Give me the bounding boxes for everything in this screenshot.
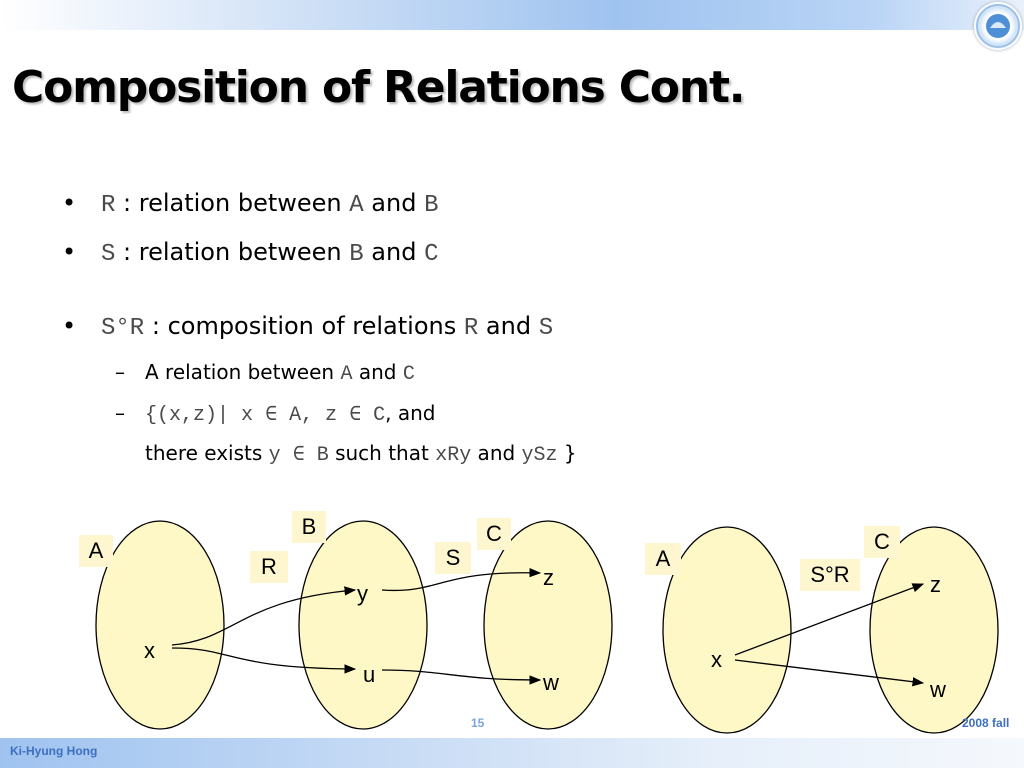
bullet-symbol: • [62,238,77,266]
symbol-c: C [424,241,439,268]
university-logo [974,2,1022,50]
bullet-symbol: • [62,312,77,340]
arrow-x-to-y [171,586,357,646]
relation-label-r: R [250,551,288,583]
set-label-a: A [645,543,681,575]
bullet-composition: S°R : composition of relations R and S [101,312,554,342]
element-y: y [357,581,368,606]
element-w: w [543,670,559,695]
diagram-composition-chain [95,520,613,730]
bullet-relation-s: S : relation between B and C [101,238,439,268]
relation-label-s: S [435,542,471,574]
symbol-a: A [349,192,364,219]
sub-bullet-dash: – [115,401,125,425]
set-a-ellipse [662,526,792,734]
set-c-ellipse [483,520,613,730]
element-w: w [930,677,946,702]
top-banner [0,0,1024,30]
term-label: 2008 fall [962,716,1010,730]
set-label-a: A [79,535,113,567]
element-z: z [543,565,554,590]
relation-label-s-compose-r: S°R [800,559,860,591]
page-number: 15 [471,716,485,730]
set-b-ellipse [298,520,428,730]
sub-bullet-dash: – [115,360,125,384]
slide-title: Composition of Relations Cont. [12,62,746,113]
sub-bullet-continuation: there exists y ∈ B such that xRy and ySz… [145,441,577,467]
bullet-relation-r: R : relation between A and B [101,189,439,219]
set-label-c: C [477,518,511,550]
bottom-banner [0,738,1024,768]
sub-bullet-relation-ac: A relation between A and C [145,360,415,386]
element-u: u [363,662,376,687]
arrow-y-to-z [381,568,542,592]
symbol-s: S [101,241,116,268]
element-z: z [930,572,941,597]
symbol-r: R [101,192,116,219]
diagram-composite-relation [662,526,999,734]
set-label-b: B [292,511,326,543]
symbol-b: B [424,192,439,219]
set-a-ellipse [95,520,225,730]
symbol-a: A [340,363,353,386]
set-c-ellipse [869,526,999,734]
arrow-x-to-u [171,647,357,674]
arrow-x-to-w [734,659,925,687]
author-name: Ki-Hyung Hong [10,744,98,758]
arrow-x-to-z [734,583,925,656]
set-builder-expression: {(x,z)| x ∈ A, z ∈ C [145,404,386,427]
element-x: x [711,647,722,672]
symbol-s-compose-r: S°R [101,315,145,342]
set-label-c: C [864,526,900,558]
symbol-r: R [463,315,479,342]
bullet-symbol: • [62,189,77,217]
symbol-s: S [538,315,554,342]
arrow-u-to-w [381,669,542,685]
symbol-c: C [402,363,415,386]
element-x: x [144,638,155,663]
symbol-b: B [349,241,364,268]
sub-bullet-set-definition: {(x,z)| x ∈ A, z ∈ C, and [145,401,436,427]
